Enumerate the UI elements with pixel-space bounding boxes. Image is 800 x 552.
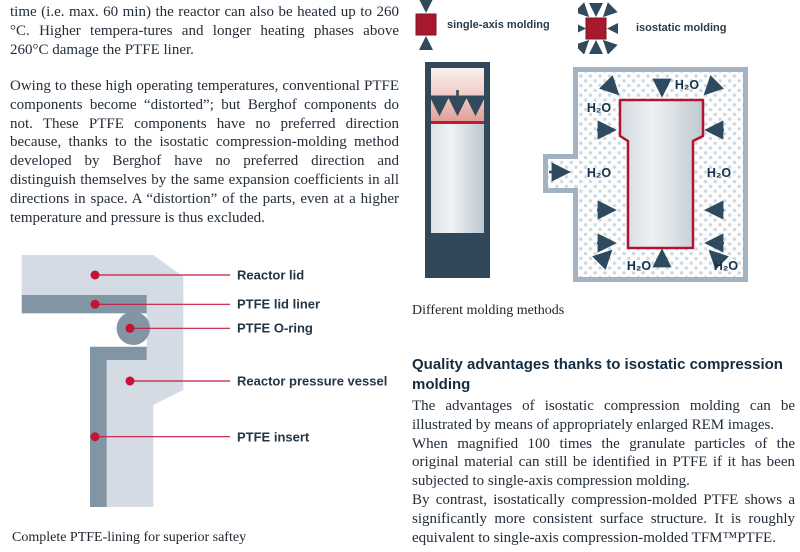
- left-diagram-caption: Complete PTFE-lining for superior saftey: [12, 530, 247, 545]
- leader-lines: [95, 274, 230, 438]
- vessel-base: [431, 233, 484, 272]
- h2o-label-bottom-left: H₂O: [626, 259, 652, 273]
- h2o-label-bottom-right: H₂O: [713, 259, 739, 273]
- molded-part-shape: [618, 98, 705, 250]
- single-axis-vessel-diagram: [425, 62, 490, 278]
- reactor-cross-section-diagram: [21, 255, 230, 507]
- isostatic-chamber-diagram: [543, 67, 748, 282]
- h2o-label-upper-left: H₂O: [586, 101, 612, 115]
- right-paragraph-1: The advantages of isostatic compression …: [412, 398, 795, 433]
- h2o-label-mid-left: H₂O: [586, 166, 612, 180]
- ptfe-insert-shape: [90, 346, 147, 507]
- water-pressure-arrows: [549, 75, 729, 270]
- single-axis-legend-label: single-axis molding: [447, 19, 550, 31]
- left-paragraph-2: Owing to these high operating temperatur…: [10, 78, 399, 226]
- ptfe-lid-liner-shape: [21, 295, 147, 314]
- label-ptfe-insert: PTFE insert: [237, 429, 310, 445]
- section-heading: Quality advantages thanks to isostatic c…: [412, 356, 783, 393]
- molded-material: [431, 124, 484, 233]
- h2o-label-mid-right: H₂O: [706, 166, 732, 180]
- label-reactor-pressure-vessel: Reactor pressure vessel: [237, 373, 388, 389]
- single-axis-legend-icon: [415, 0, 437, 50]
- isostatic-legend-icon: [578, 2, 618, 54]
- isostatic-legend-label: isostatic molding: [636, 22, 727, 34]
- molding-diagram-caption: Different molding methods: [412, 303, 565, 318]
- label-ptfe-lid-liner: PTFE lid liner: [237, 296, 321, 312]
- h2o-label-top: H₂O: [674, 78, 700, 92]
- label-ptfe-o-ring: PTFE O-ring: [237, 320, 313, 336]
- reactor-body-shape: [21, 255, 184, 507]
- press-arrows: [431, 90, 484, 117]
- label-reactor-lid: Reactor lid: [237, 267, 305, 283]
- right-body-text: The advantages of isostatic compression …: [412, 397, 795, 547]
- right-paragraph-2: When magnified 100 times the granulate p…: [412, 435, 795, 490]
- right-paragraph-3: By contrast, isostatically compression-m…: [412, 491, 795, 546]
- leader-dots: [90, 270, 135, 442]
- press-line: [431, 121, 484, 124]
- left-paragraph-1: time (i.e. max. 60 min) the reactor can …: [10, 4, 399, 58]
